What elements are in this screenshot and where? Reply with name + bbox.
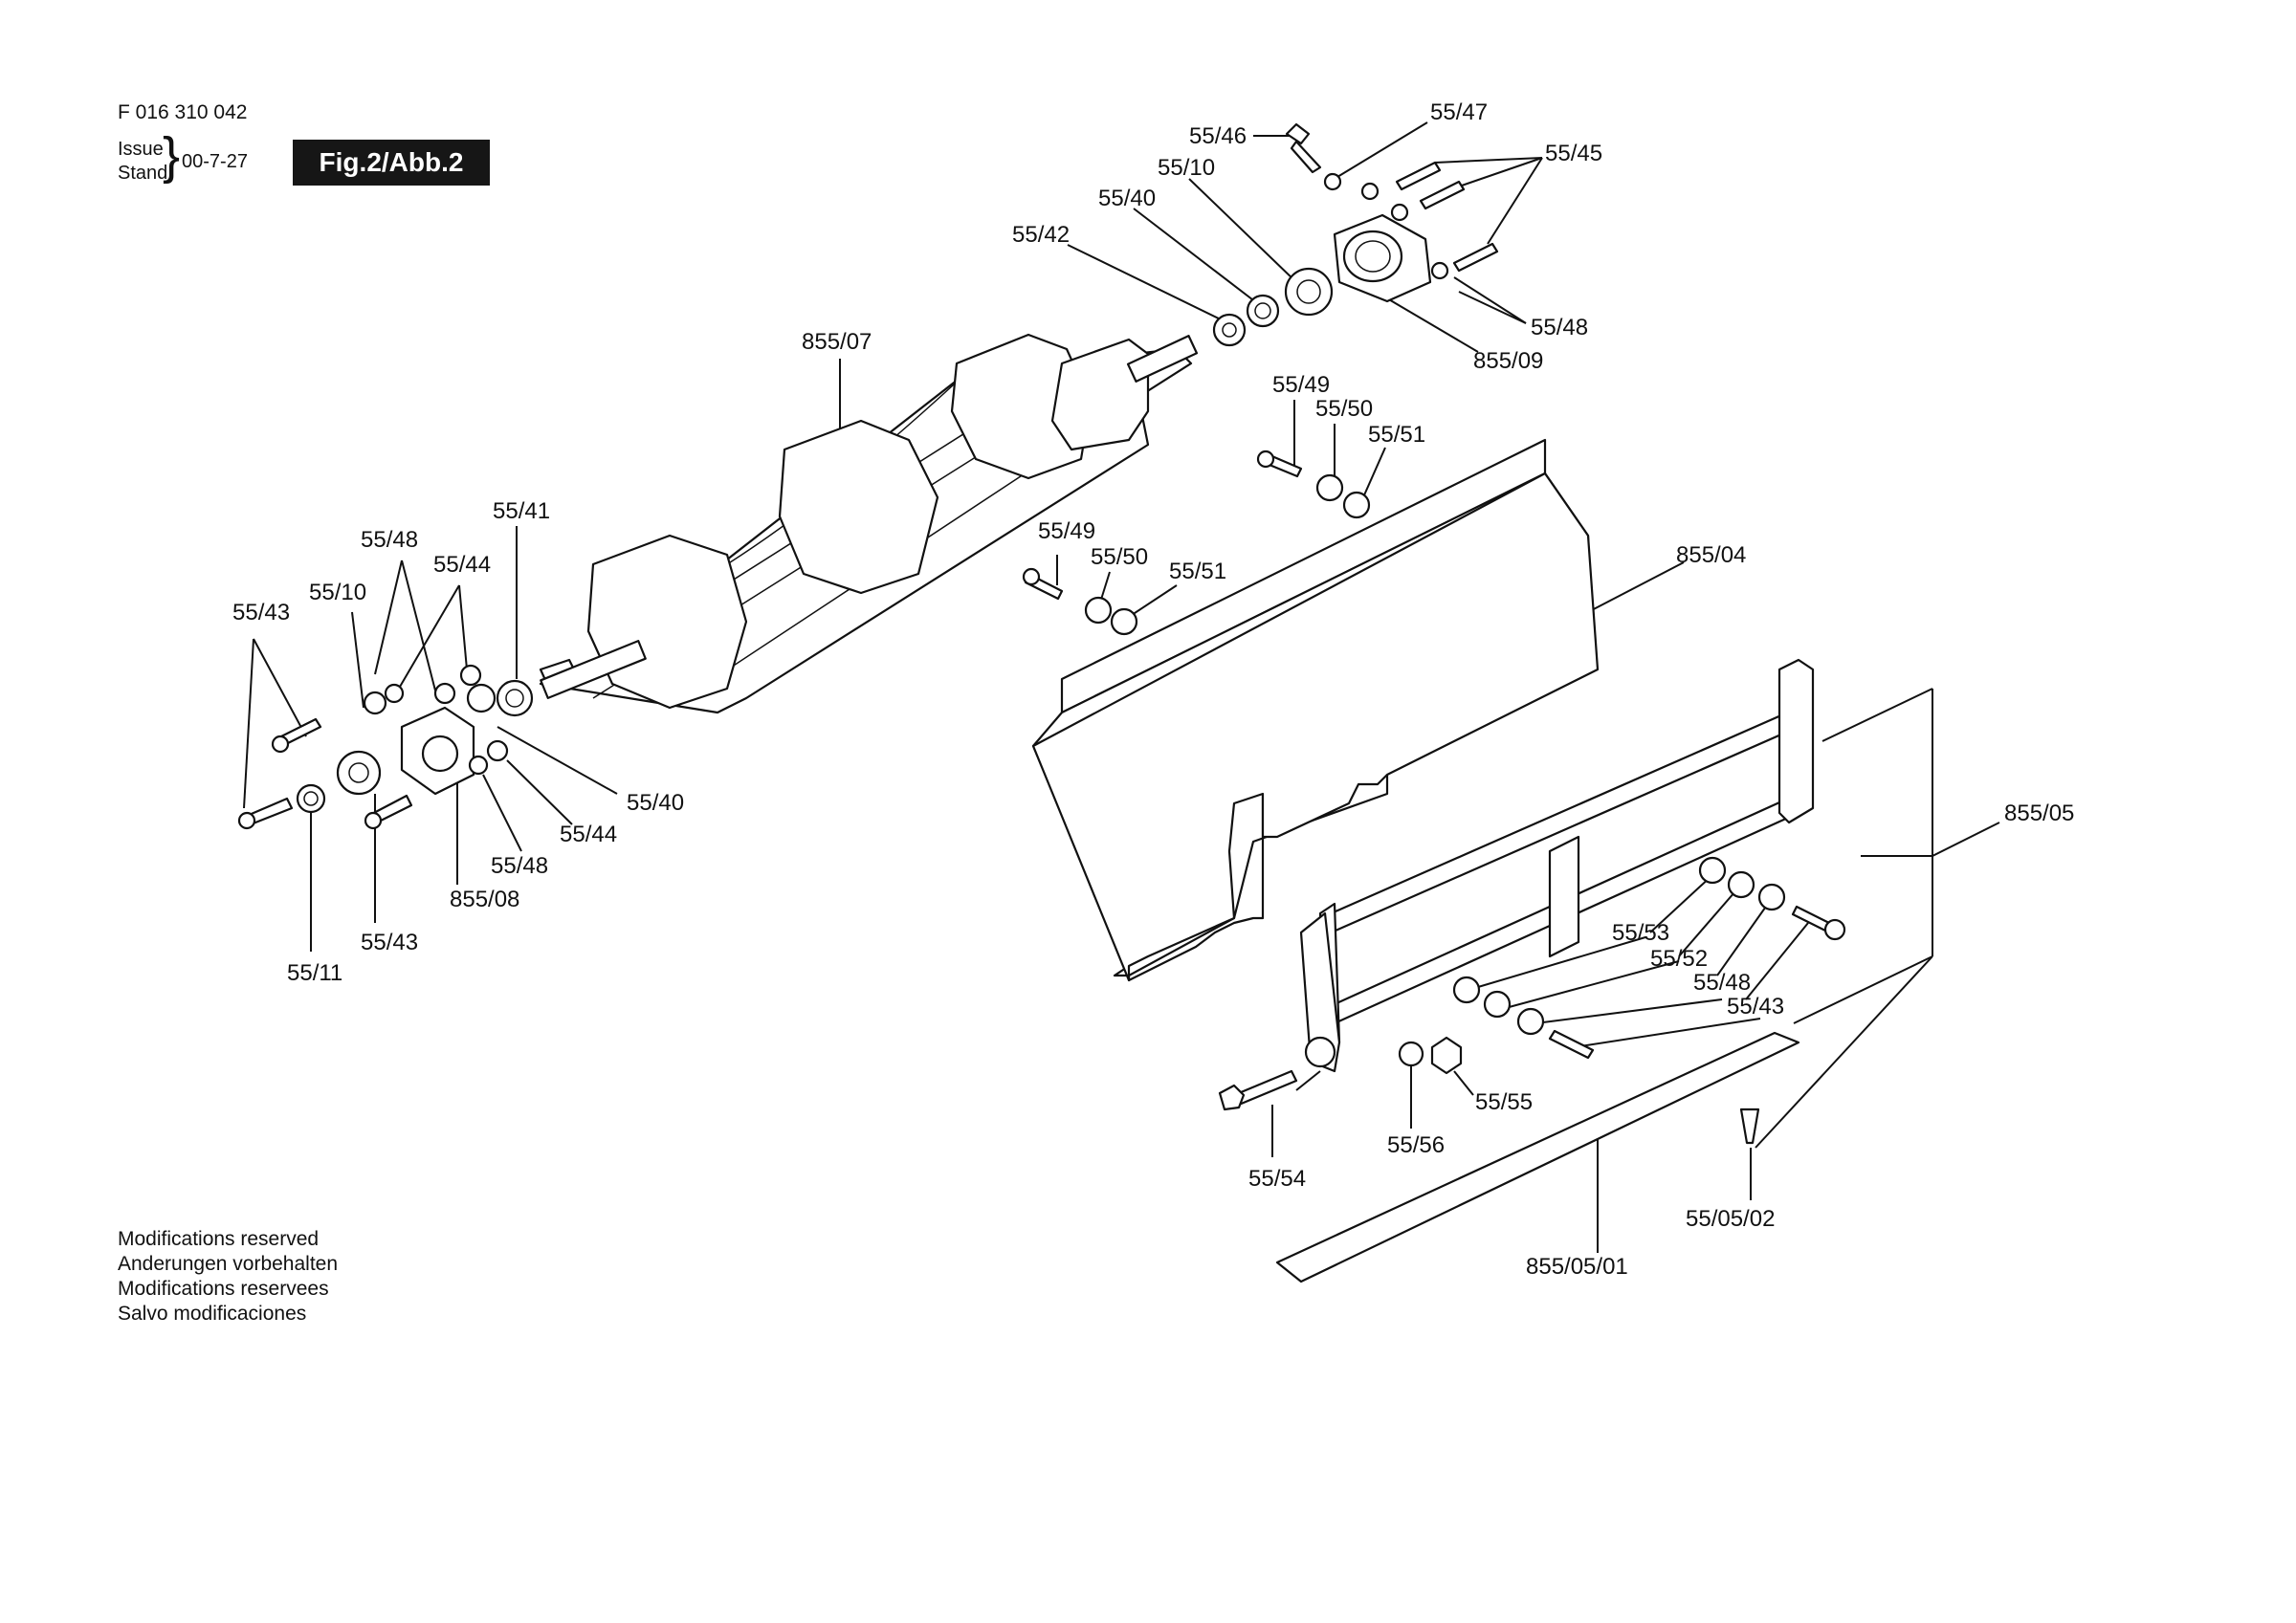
left-bearing-parts bbox=[237, 664, 534, 830]
modifications-line: Salvo modificaciones bbox=[118, 1303, 307, 1325]
part-label: 55/43 bbox=[232, 600, 290, 625]
modifications-line: Modifications reservees bbox=[118, 1278, 329, 1300]
document-number: F 016 310 042 bbox=[118, 101, 248, 123]
part-label: 55/55 bbox=[1475, 1089, 1533, 1115]
part-label: 55/43 bbox=[361, 930, 418, 955]
part-label: 55/54 bbox=[1248, 1166, 1306, 1192]
part-label: 55/44 bbox=[560, 822, 617, 847]
part-label: 55/49 bbox=[1038, 518, 1095, 544]
frame-fasteners bbox=[1218, 856, 1846, 1145]
part-label: 55/47 bbox=[1430, 99, 1488, 125]
part-label: 55/46 bbox=[1189, 123, 1247, 149]
modifications-notice: Modifications reserved Anderungen vorbeh… bbox=[118, 1227, 338, 1327]
part-label: 55/49 bbox=[1272, 372, 1330, 398]
part-label: 855/04 bbox=[1676, 542, 1746, 568]
part-label: 55/44 bbox=[433, 552, 491, 578]
issue-date: 00-7-27 bbox=[182, 151, 248, 172]
part-label: 55/43 bbox=[1727, 994, 1784, 1020]
part-labels: 55/46 55/47 55/45 55/10 55/40 55/42 55/4… bbox=[232, 99, 2074, 1280]
modifications-line: Modifications reserved bbox=[118, 1228, 320, 1250]
part-label: 855/05 bbox=[2004, 801, 2074, 826]
brace-icon: } bbox=[163, 127, 181, 185]
part-label: 855/08 bbox=[450, 887, 519, 912]
part-label: 55/50 bbox=[1091, 544, 1148, 570]
part-label: 55/42 bbox=[1012, 222, 1070, 248]
right-bearing-parts bbox=[1212, 122, 1499, 347]
part-label: 55/48 bbox=[1693, 970, 1751, 996]
part-label: 855/05/01 bbox=[1526, 1254, 1628, 1280]
part-label: 55/40 bbox=[1098, 186, 1156, 211]
part-label: 55/48 bbox=[491, 853, 548, 879]
part-label: 55/10 bbox=[1158, 155, 1215, 181]
part-label: 55/53 bbox=[1612, 920, 1669, 946]
modifications-line: Anderungen vorbehalten bbox=[118, 1253, 339, 1275]
frame-bracket bbox=[1299, 658, 1815, 1073]
part-label: 855/07 bbox=[802, 329, 872, 355]
part-label: 55/48 bbox=[361, 527, 418, 553]
part-label: 55/51 bbox=[1368, 422, 1425, 448]
stand-label: Stand bbox=[118, 163, 168, 184]
part-label: 55/40 bbox=[627, 790, 684, 816]
part-label: 55/52 bbox=[1650, 946, 1708, 972]
part-label: 55/10 bbox=[309, 580, 366, 605]
issue-label: Issue bbox=[118, 139, 164, 160]
middle-washers bbox=[1022, 450, 1371, 636]
part-label: 55/45 bbox=[1545, 141, 1602, 166]
part-label: 55/56 bbox=[1387, 1132, 1445, 1158]
part-label: 55/48 bbox=[1531, 315, 1588, 340]
part-label: 55/51 bbox=[1169, 559, 1226, 584]
issue-labels: Issue Stand bbox=[118, 138, 167, 186]
part-label: 55/50 bbox=[1315, 396, 1373, 422]
part-label: 855/09 bbox=[1473, 348, 1543, 374]
shield-plate bbox=[1031, 438, 1600, 982]
part-label: 55/11 bbox=[287, 960, 342, 986]
cutting-blade bbox=[1275, 1031, 1800, 1283]
part-label: 55/41 bbox=[493, 498, 550, 524]
figure-label: Fig.2/Abb.2 bbox=[293, 140, 490, 186]
reel-cylinder bbox=[539, 333, 1199, 714]
part-label: 55/05/02 bbox=[1686, 1206, 1775, 1232]
